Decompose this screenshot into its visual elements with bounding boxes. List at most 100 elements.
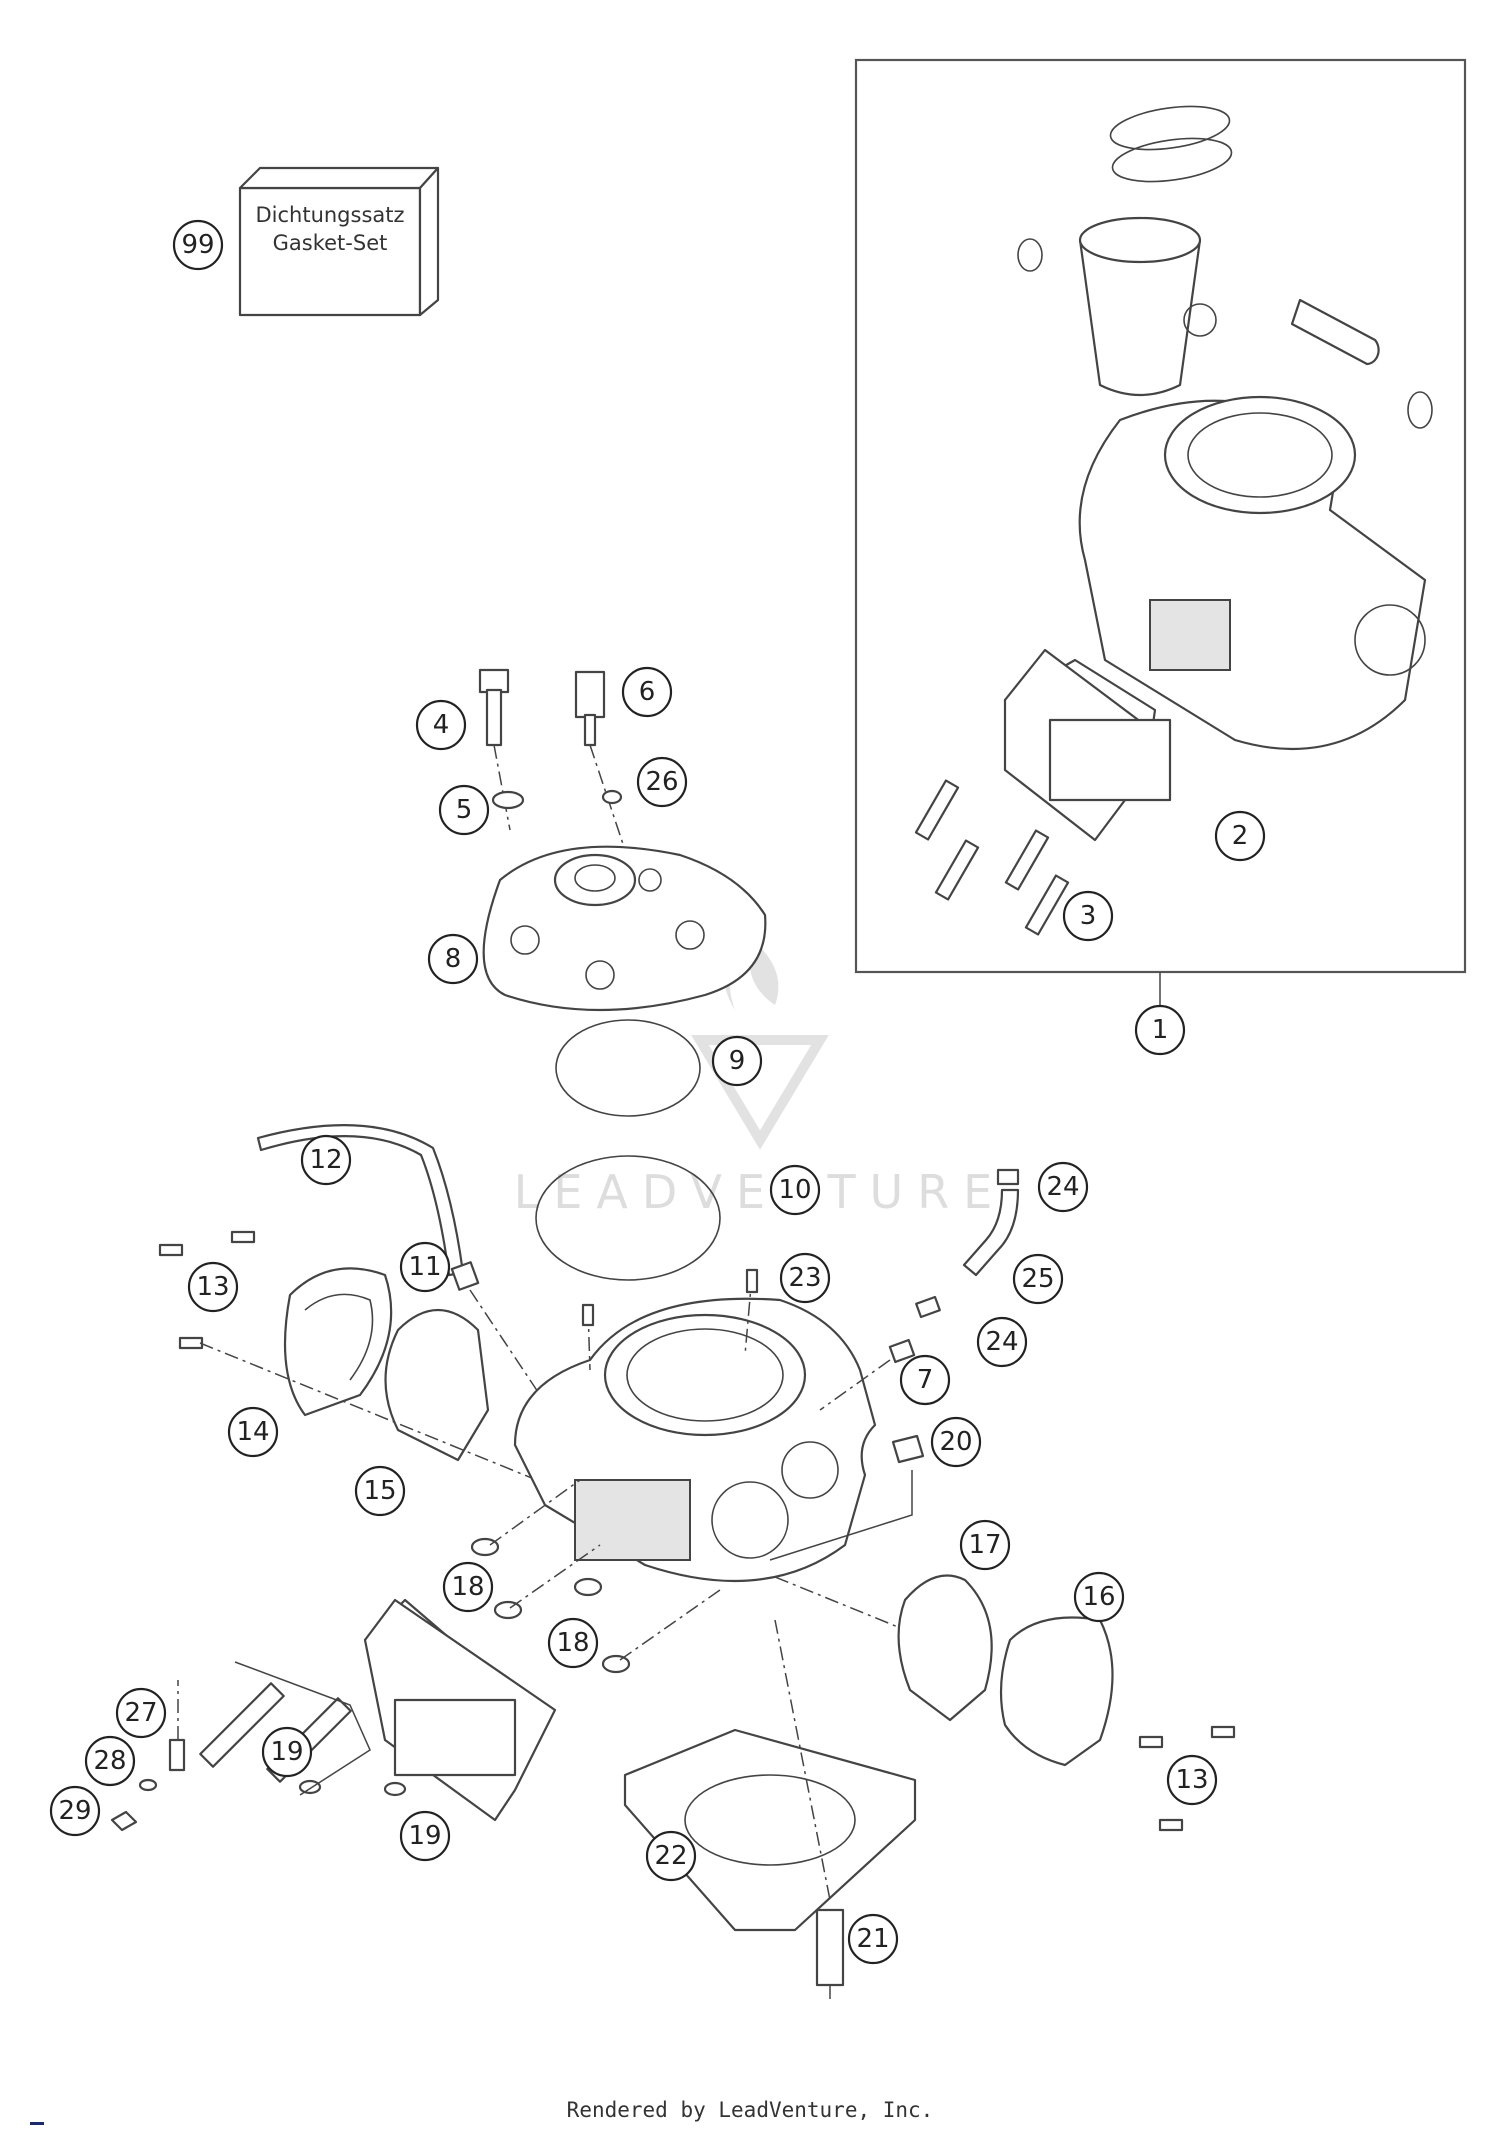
- callout-5-label: 5: [456, 795, 473, 825]
- footer-credit: Rendered by LeadVenture, Inc.: [566, 2098, 934, 2122]
- callout-23-label: 23: [788, 1263, 821, 1293]
- callout-24a-label: 24: [1046, 1172, 1079, 1202]
- plug-20[interactable]: [891, 1434, 925, 1464]
- gasket-box-line1: Dichtungssatz: [255, 203, 404, 227]
- washer-18c[interactable]: [573, 1577, 603, 1597]
- cylinder-head-8[interactable]: [482, 845, 767, 1012]
- hose-25[interactable]: [962, 1188, 1020, 1277]
- callout-99[interactable]: 99: [172, 219, 224, 271]
- callout-14[interactable]: 14: [227, 1406, 279, 1458]
- callout-21[interactable]: 21: [847, 1913, 899, 1965]
- callout-9[interactable]: 9: [711, 1035, 763, 1087]
- fitting-24b[interactable]: [915, 1295, 941, 1319]
- callout-1-label: 1: [1152, 1015, 1169, 1045]
- brand-mark: [30, 2122, 44, 2125]
- callout-26-label: 26: [645, 767, 678, 797]
- callout-17-label: 17: [968, 1530, 1001, 1560]
- callout-8-label: 8: [445, 944, 462, 974]
- parts-27-29[interactable]: [110, 1680, 186, 1832]
- callout-10-label: 10: [778, 1175, 811, 1205]
- washer-18d[interactable]: [601, 1654, 631, 1674]
- nipple-11[interactable]: [450, 1261, 480, 1291]
- callout-27-label: 27: [124, 1698, 157, 1728]
- callout-1[interactable]: 1: [1134, 1004, 1186, 1056]
- callout-23[interactable]: 23: [779, 1252, 831, 1304]
- callout-24-top[interactable]: 24: [1037, 1161, 1089, 1213]
- callout-19-right[interactable]: 19: [399, 1810, 451, 1862]
- callout-7[interactable]: 7: [899, 1354, 951, 1406]
- callout-26[interactable]: 26: [636, 756, 688, 808]
- callout-3-label: 3: [1080, 901, 1097, 931]
- callout-19a-label: 19: [270, 1737, 303, 1767]
- callout-29[interactable]: 29: [49, 1785, 101, 1837]
- callout-5[interactable]: 5: [438, 784, 490, 836]
- callout-12[interactable]: 12: [300, 1134, 352, 1186]
- callout-19b-label: 19: [408, 1821, 441, 1851]
- callout-22-label: 22: [654, 1841, 687, 1871]
- washer-18b[interactable]: [493, 1600, 523, 1620]
- cylinder-kit[interactable]: [1003, 395, 1427, 842]
- callout-16[interactable]: 16: [1073, 1571, 1125, 1623]
- callout-22[interactable]: 22: [645, 1830, 697, 1882]
- nipple-7[interactable]: [888, 1338, 916, 1364]
- gasket-box-line2: Gasket-Set: [273, 231, 388, 255]
- gasket-15[interactable]: [384, 1309, 490, 1462]
- screws-13-right[interactable]: [1138, 1725, 1236, 1832]
- dowel-21[interactable]: [815, 1908, 845, 2000]
- washer-19b[interactable]: [383, 1781, 407, 1797]
- callout-17[interactable]: 17: [959, 1519, 1011, 1571]
- seal-ring-26[interactable]: [601, 789, 623, 805]
- screws-13-left[interactable]: [158, 1230, 256, 1350]
- callout-13a-label: 13: [196, 1272, 229, 1302]
- callout-13b-label: 13: [1175, 1765, 1208, 1795]
- callout-6[interactable]: 6: [621, 666, 673, 718]
- stud-left[interactable]: [581, 1303, 595, 1327]
- callout-3[interactable]: 3: [1062, 890, 1114, 942]
- callout-13-right[interactable]: 13: [1166, 1754, 1218, 1806]
- cover-16[interactable]: [999, 1616, 1114, 1767]
- piston-rings[interactable]: [1108, 100, 1234, 188]
- callout-27[interactable]: 27: [115, 1687, 167, 1739]
- temperature-sensor-6[interactable]: [574, 670, 606, 747]
- hose-12[interactable]: [256, 1124, 465, 1277]
- callout-25-label: 25: [1021, 1264, 1054, 1294]
- callout-13-left[interactable]: 13: [187, 1261, 239, 1313]
- callout-18-left[interactable]: 18: [442, 1561, 494, 1613]
- watermark: LEADVENTURE: [514, 930, 1007, 1219]
- callout-16-label: 16: [1082, 1582, 1115, 1612]
- o-ring-9[interactable]: [555, 1019, 701, 1117]
- callout-8[interactable]: 8: [427, 933, 479, 985]
- callout-11-label: 11: [408, 1252, 441, 1282]
- callout-28[interactable]: 28: [84, 1735, 136, 1787]
- callout-24-mid[interactable]: 24: [976, 1316, 1028, 1368]
- callout-4[interactable]: 4: [415, 699, 467, 751]
- gasket-set-box[interactable]: Dichtungssatz Gasket-Set: [238, 166, 440, 317]
- callout-18a-label: 18: [451, 1572, 484, 1602]
- callout-15[interactable]: 15: [354, 1465, 406, 1517]
- base-gasket-22[interactable]: [623, 1728, 917, 1932]
- fitting-24a[interactable]: [996, 1168, 1020, 1186]
- callout-12-label: 12: [309, 1145, 342, 1175]
- callout-29-label: 29: [58, 1796, 91, 1826]
- callout-2[interactable]: 2: [1214, 810, 1266, 862]
- kit-screws[interactable]: [914, 779, 1070, 936]
- callout-20[interactable]: 20: [930, 1416, 982, 1468]
- callout-19-left[interactable]: 19: [261, 1726, 313, 1778]
- washer-19a[interactable]: [298, 1779, 322, 1795]
- cover-14[interactable]: [283, 1267, 393, 1417]
- washer-5[interactable]: [491, 790, 525, 810]
- bolt-4[interactable]: [478, 668, 510, 747]
- callout-10[interactable]: 10: [769, 1164, 821, 1216]
- gasket-17[interactable]: [897, 1574, 993, 1722]
- callout-11[interactable]: 11: [399, 1241, 451, 1293]
- exhaust-control-housing[interactable]: [363, 1598, 557, 1822]
- callout-25[interactable]: 25: [1012, 1253, 1064, 1305]
- callout-4-label: 4: [433, 710, 450, 740]
- cylinder[interactable]: [513, 1297, 877, 1583]
- o-ring-10[interactable]: [535, 1155, 721, 1281]
- piston[interactable]: [1017, 216, 1433, 429]
- callout-18-mid[interactable]: 18: [547, 1617, 599, 1669]
- watermark-text: LEADVENTURE: [514, 1165, 1007, 1219]
- stud-23[interactable]: [745, 1268, 759, 1294]
